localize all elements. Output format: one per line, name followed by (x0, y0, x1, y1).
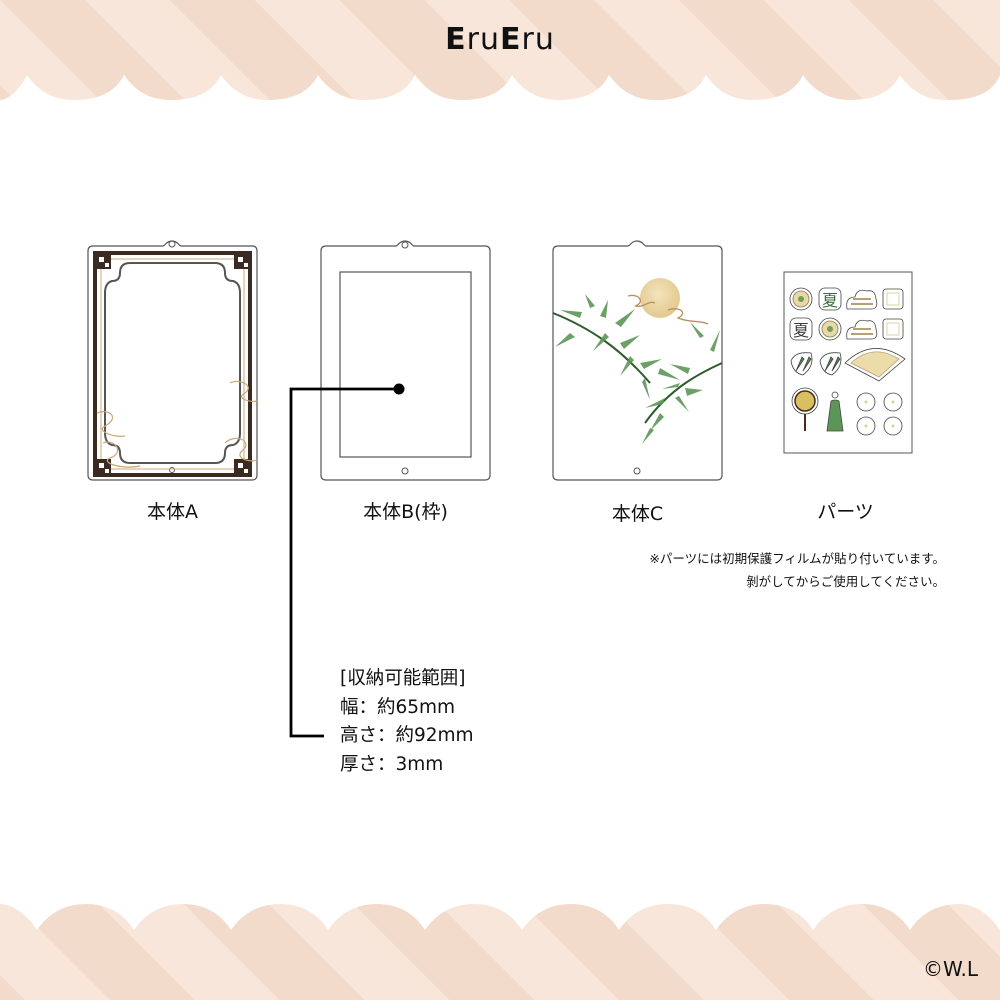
moon-icon (640, 278, 680, 318)
body-b-frame-illustration (320, 240, 491, 481)
bottom-scallop-band (0, 904, 1000, 1000)
storage-spec: [収納可能範囲] 幅：約65mm 高さ：約92mm 厚さ：3mm (340, 665, 474, 779)
fret-square-icon (882, 318, 904, 340)
svg-text:夏: 夏 (822, 291, 838, 310)
storage-spec-width: 幅：約65mm (340, 696, 456, 718)
storage-spec-thickness: 厚さ：3mm (340, 753, 444, 775)
tassel-charm-icon (826, 391, 844, 432)
parts-sheet-illustration: 夏 夏 (783, 271, 913, 454)
brand-letters: ru (521, 22, 555, 57)
top-scallop-band (0, 0, 1000, 100)
summer-kanji-icon: 夏 (818, 287, 842, 311)
cloud-pattern-icon (846, 319, 878, 340)
bamboo-branch-right (644, 362, 723, 424)
parts-film-note-line2: 剝がしてからご使用してください。 (746, 574, 945, 589)
blank-circle-icon (883, 416, 903, 436)
product-label-parts: パーツ (817, 501, 874, 523)
fret-square-icon (882, 288, 904, 310)
medallion-icon (789, 287, 813, 311)
brand-letter: E (500, 22, 522, 57)
copyright-text: ©W.L (923, 957, 978, 981)
bamboo-leaf-icon (790, 352, 813, 376)
body-a-illustration (87, 240, 258, 481)
product-label-body-c: 本体C (611, 503, 664, 525)
product-label-body-b: 本体B(枠) (363, 501, 448, 523)
brand-letters: ru (466, 22, 500, 57)
summer-kanji-icon: 夏 (789, 317, 813, 341)
medallion-icon (818, 317, 842, 341)
bamboo-leaf-icon (819, 352, 842, 376)
brand-logo: EruEru (0, 22, 1000, 57)
round-fan-icon (791, 387, 819, 431)
folding-fan-icon (844, 348, 906, 382)
blank-circle-icon (883, 392, 903, 412)
parts-film-note-line1: ※パーツには初期保護フィルムが貼り付いています。 (649, 551, 945, 566)
product-label-body-a: 本体A (147, 501, 198, 523)
brand-letter: E (445, 22, 467, 57)
svg-text:夏: 夏 (793, 321, 809, 340)
blank-circle-icon (856, 416, 876, 436)
storage-spec-height: 高さ：約92mm (340, 725, 474, 746)
body-c-illustration (552, 240, 723, 481)
blank-circle-icon (856, 392, 876, 412)
storage-spec-title: [収納可能範囲] (340, 668, 466, 689)
cloud-pattern-icon (846, 289, 878, 310)
